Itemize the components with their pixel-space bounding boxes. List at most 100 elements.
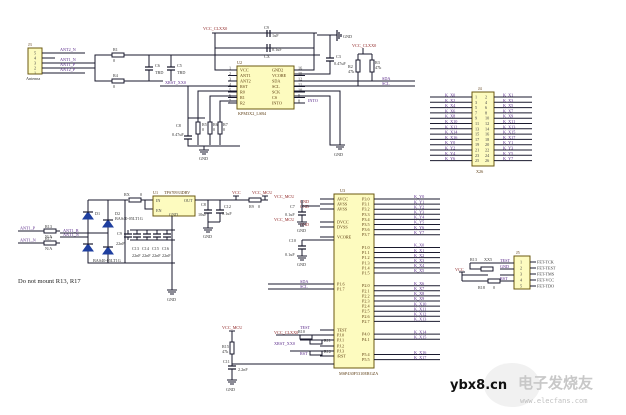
r7-ref: R7	[223, 122, 228, 127]
mcu-left-net: VCC_CLXX0	[274, 330, 298, 335]
mcu-left-pin-name: /RST	[337, 354, 346, 359]
resistor-r6	[207, 121, 213, 135]
gnd-label-2: GND	[334, 152, 343, 157]
regulator-part: TPS70933DRV	[164, 190, 190, 195]
j4-left-pin: 11	[475, 121, 479, 126]
j4-left-net: K_Y6	[445, 156, 455, 161]
rect-input-res-value: N/A	[45, 246, 52, 251]
mcu-left-pin-name: VCORE	[337, 235, 352, 240]
u2-pin-num: 1	[229, 66, 231, 71]
antenna-connector-body	[27, 47, 43, 75]
jtag-vcc: VCC	[455, 267, 464, 272]
u2-pin-name: SDA	[272, 79, 280, 84]
rect-capacitor	[133, 233, 141, 238]
j4-right-pin: 4	[485, 100, 488, 105]
rect-input-res-ref: R17	[45, 236, 52, 241]
mcu-right-net: K_X1	[414, 248, 424, 253]
u2-pin-num: 15	[298, 71, 302, 76]
resistor-r13-jtag	[480, 266, 494, 272]
mcu-right-pin-name: P2.5	[362, 309, 370, 314]
mcu-right-net: K_X0	[414, 243, 424, 248]
j4-right-pin: 8	[485, 110, 487, 115]
j4-left-net: K_X12	[445, 124, 457, 129]
mcu-right-net: K_X2	[414, 253, 424, 258]
mcu-right-pin-name: P4.1	[362, 337, 370, 342]
sda-scl-bus	[294, 80, 415, 87]
antenna-net-label: ANT2_P	[60, 67, 76, 72]
gnd-symbol	[199, 146, 209, 155]
antenna-pin-num: 5	[34, 51, 36, 56]
u2-vcc-label: VCC_CLXX0	[203, 26, 227, 31]
gnd-symbol	[297, 221, 307, 261]
c8r-value: 10uF	[198, 212, 207, 217]
jtag-fet-label: FET-TDO	[537, 284, 554, 289]
rect-cap-ref: C14	[142, 246, 150, 251]
resistor-r11	[309, 339, 323, 345]
u2-pin-num: 10	[298, 88, 302, 93]
mcu-left-pin-name: AVSS	[337, 202, 348, 207]
jtag-pin-num: 1	[520, 260, 522, 265]
c3-value: 0.47uF	[334, 61, 346, 66]
c8-ref: C8	[176, 123, 181, 128]
j4-left-pin: 7	[475, 110, 477, 115]
mcu-left-pin-name: P1.7	[337, 287, 345, 292]
mcu-right-pin-name: P1.2	[362, 255, 370, 260]
d1-ref: D1	[95, 211, 100, 216]
diode-d1	[82, 211, 94, 220]
u2-pin-num: 4	[229, 82, 232, 87]
mcu-right-pin-name: P5.4	[362, 352, 370, 357]
watermark-left: ybx8.cn	[450, 378, 507, 393]
mcu-right-net: K_X17	[414, 355, 426, 360]
vcc-label: VCC	[232, 190, 241, 195]
capacitor-c3	[326, 57, 334, 62]
j4-right-net: K_X13	[503, 124, 515, 129]
watermark: ybx8.cn 电子发烧友 www.elecfans.com	[450, 363, 593, 407]
mcu-right-net: K_Y4	[414, 215, 425, 220]
c11-ref: C11	[223, 359, 230, 364]
capacitor-c6-c5	[145, 66, 175, 71]
mcu-right-pin-name: P2.0	[362, 283, 370, 288]
mcu-right-net: K_X10	[414, 301, 426, 306]
rect-output-net: ANT1_N	[63, 232, 79, 237]
mcu-right-net: K_X6	[414, 281, 424, 286]
wire	[231, 331, 334, 380]
u2-pin-num: 2	[229, 71, 231, 76]
mcu-right-pin-name: P2.4	[362, 304, 370, 309]
diode-d3-body	[102, 246, 114, 255]
rect-input-net: ANT1_P	[20, 226, 36, 231]
j4-right-net: K_X7	[503, 108, 513, 113]
j4-left-net: K_X14	[445, 130, 458, 135]
regulator-ref: U1	[153, 190, 158, 195]
rect-cap-value: 22nF	[142, 253, 151, 258]
jtag-fet-label: FET-TCK	[537, 260, 554, 265]
c5-value: TBD	[177, 70, 185, 75]
resistor-r10	[299, 334, 313, 340]
r7-value: 0	[223, 127, 225, 132]
j4-left-pin: 23	[475, 153, 479, 158]
r15-value: 47k	[222, 349, 229, 354]
mcu-right-pin-name: P4.0	[362, 332, 370, 337]
rx-value: 0	[140, 192, 142, 197]
r1-ref: R1	[113, 47, 118, 52]
u2-pin-name: R1	[240, 95, 245, 100]
wire	[461, 275, 514, 282]
j4-left-pin: 9	[475, 116, 477, 121]
j4-left-net: K_X8	[445, 114, 455, 119]
mcu-right-pin-name: P3.7	[362, 232, 370, 237]
rect-capacitor	[163, 233, 171, 238]
gnd-label-3: GND	[199, 156, 208, 161]
rect-cap-ref: C9	[117, 231, 122, 236]
mcu-left-net: RST	[300, 351, 308, 356]
mcu-right-net: K_X9	[414, 296, 424, 301]
diode-d1b-body	[82, 243, 94, 252]
mcu-left-pin-name: AVSS	[337, 207, 348, 212]
mcu-left-net: TEST	[300, 325, 310, 330]
resistor-r1	[111, 52, 125, 58]
c8-value: 0.47uF	[172, 132, 184, 137]
u2-pin-name: ANT1	[240, 73, 251, 78]
mcu-right-pin-name: P1.3	[362, 260, 370, 265]
j4-ref: J4	[478, 86, 483, 91]
j4-left-pin: 21	[475, 148, 479, 153]
